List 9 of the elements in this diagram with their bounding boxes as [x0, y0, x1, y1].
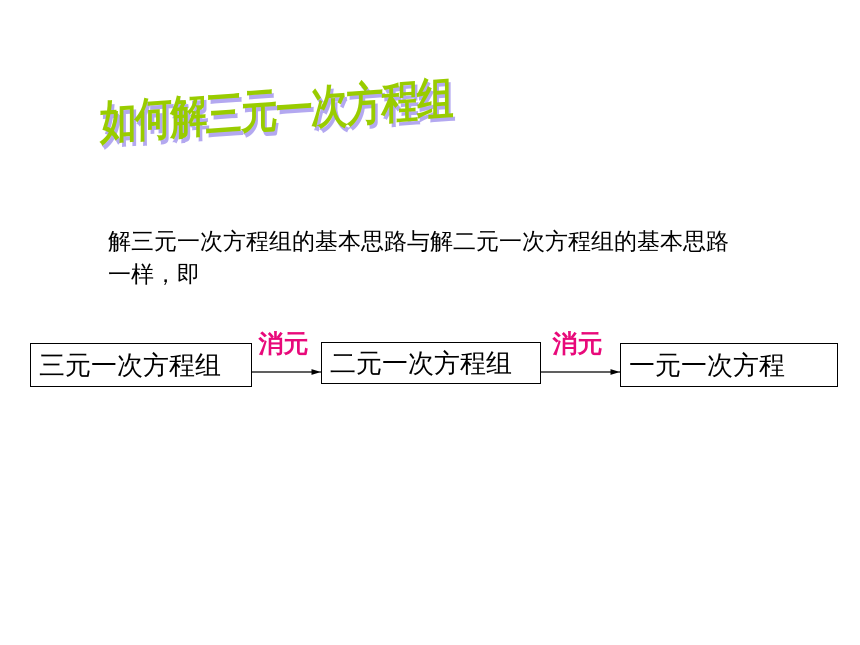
title: 如何解三元一次方程组: [100, 69, 452, 151]
edge-label: 消元: [258, 330, 308, 358]
arrow: [541, 369, 620, 375]
process-box: 二元一次方程组: [321, 342, 541, 384]
arrow: [252, 369, 321, 375]
process-box: 一元一次方程: [620, 343, 838, 387]
process-box: 三元一次方程组: [30, 343, 252, 387]
text-paragraph: 解三元一次方程组的基本思路与解二元一次方程组的基本思路一样，即: [108, 228, 730, 290]
edge-label: 消元: [552, 330, 602, 358]
